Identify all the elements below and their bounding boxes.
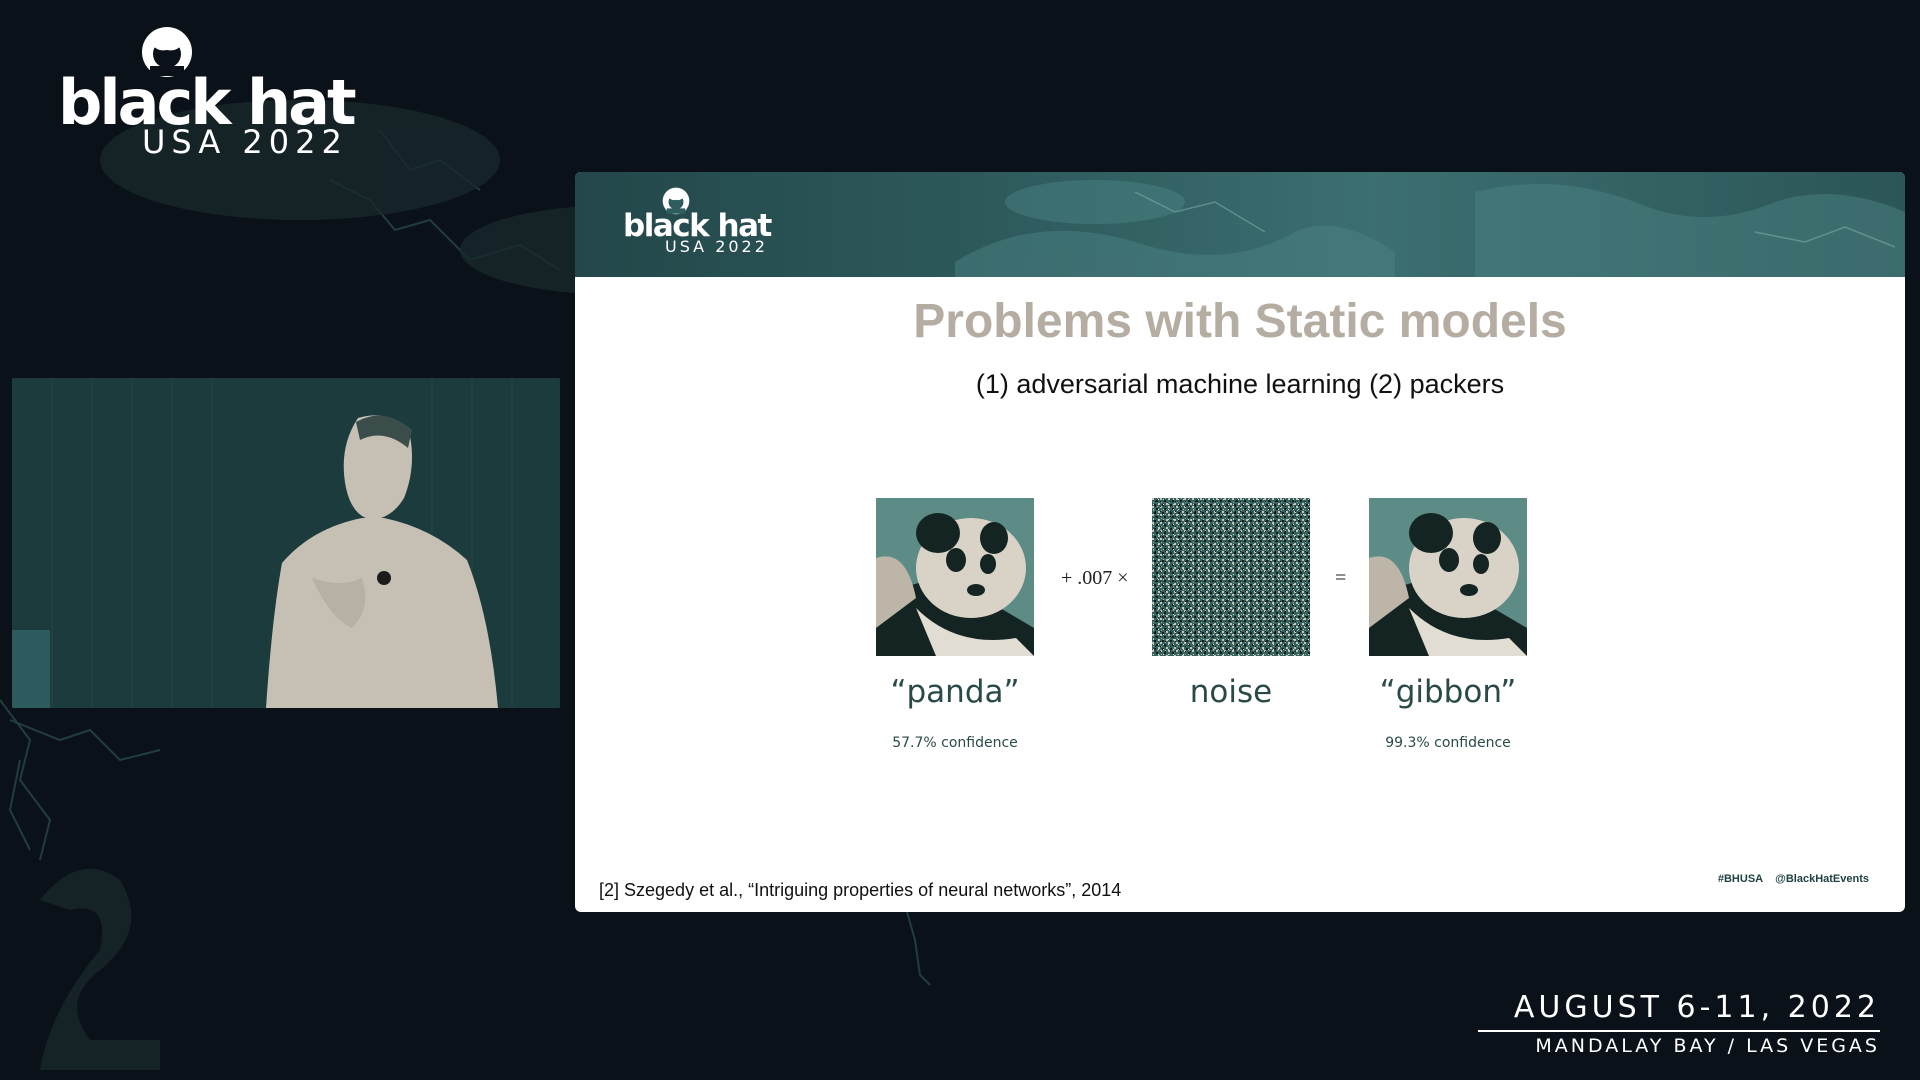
slide-social: #BHUSA @BlackHatEvents: [1706, 872, 1869, 886]
slide-brand-wordmark: black hat: [623, 208, 772, 244]
slide-header: black hat USA 2022: [575, 172, 1905, 277]
speaker-video: [12, 378, 560, 708]
gibbon-caption: “gibbon”: [1379, 674, 1517, 710]
panda-caption: “panda”: [890, 674, 1020, 710]
speaker-silhouette: [12, 378, 560, 708]
slide-subtitle: (1) adversarial machine learning (2) pac…: [975, 369, 1505, 399]
event-venue: MANDALAY BAY / LAS VEGAS: [1535, 1035, 1880, 1057]
hat-logo-icon: [142, 27, 192, 77]
header-texture: [955, 180, 1905, 277]
noise-image: [1152, 498, 1310, 656]
operator-equals: =: [1335, 567, 1347, 589]
event-divider: [1478, 1030, 1880, 1032]
gibbon-confidence: 99.3% confidence: [1385, 735, 1511, 751]
hashtag: #BHUSA: [1717, 873, 1764, 885]
slide-brand-edition: USA 2022: [665, 237, 768, 256]
brand-wordmark: black hat: [58, 66, 357, 139]
panda-image: [876, 498, 1034, 656]
slide-citation: [2] Szegedy et al., “Intriguing properti…: [599, 880, 1122, 900]
blackhat-logo: black hat USA 2022: [58, 24, 388, 164]
noise-caption: noise: [1189, 674, 1273, 710]
operator-plus: + .007 ×: [1061, 567, 1129, 589]
brand-edition: USA 2022: [142, 123, 348, 161]
panda-confidence: 57.7% confidence: [892, 735, 1018, 751]
presentation-slide: black hat USA 2022 Problems with Static …: [575, 172, 1905, 912]
event-dates: AUGUST 6-11, 2022: [1513, 990, 1880, 1025]
slide-title: Problems with Static models: [913, 295, 1567, 348]
hat-logo-small-icon: [662, 187, 690, 215]
slide-blackhat-logo: black hat USA 2022: [623, 186, 793, 266]
gibbon-image: [1369, 498, 1527, 656]
twitter-handle: @BlackHatEvents: [1775, 873, 1869, 885]
